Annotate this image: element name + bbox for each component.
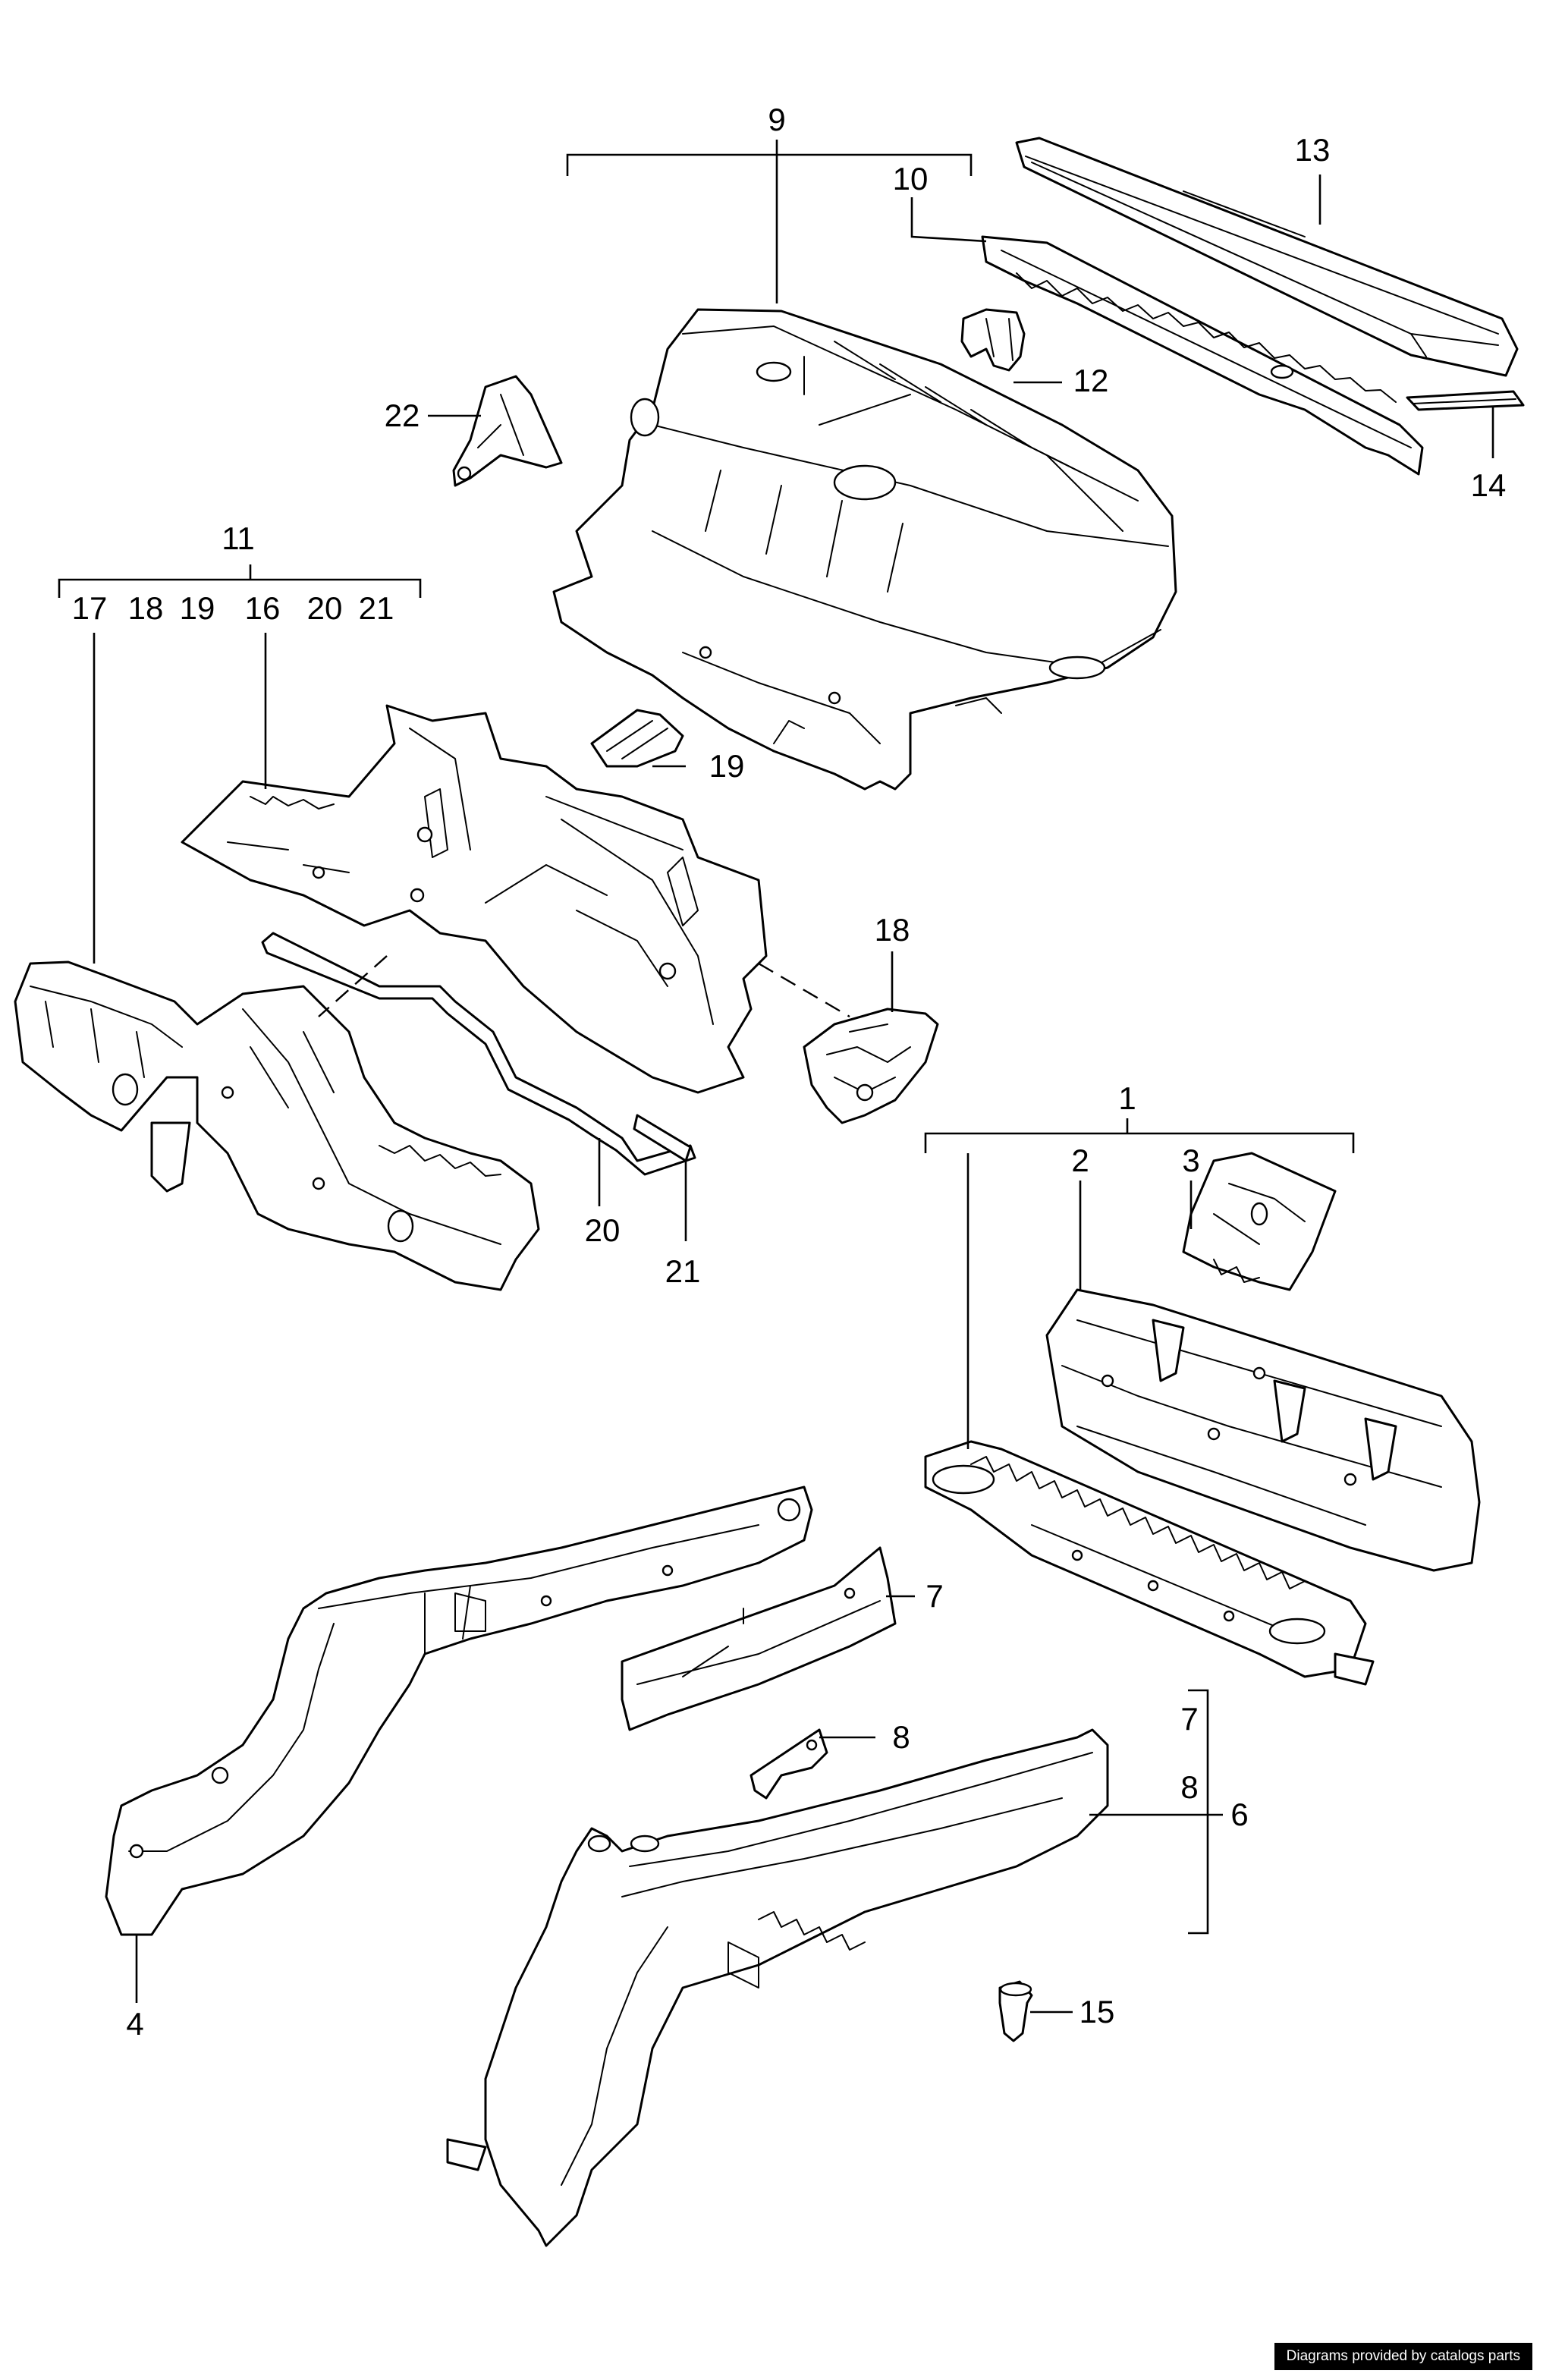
callout-13: 13 <box>1295 132 1331 168</box>
callout-6: 6 <box>1230 1797 1248 1832</box>
assembly-dash-line <box>318 955 388 1017</box>
callout-15: 15 <box>1079 1994 1115 2029</box>
part-9-rear-floor-pan[interactable] <box>552 308 1177 791</box>
callout-14: 14 <box>1471 467 1507 503</box>
callout-22: 22 <box>385 398 420 433</box>
callout-21-group: 21 <box>359 590 394 626</box>
leader-lines <box>58 140 1494 2014</box>
part-19-bridge-bracket[interactable] <box>590 709 684 768</box>
callout-17: 17 <box>72 590 108 626</box>
callout-18-group: 18 <box>128 590 164 626</box>
callout-19-group: 19 <box>180 590 215 626</box>
callout-2: 2 <box>1071 1143 1089 1178</box>
part-7-stiffener-plate[interactable] <box>621 1546 897 1731</box>
part-10-lower-cross-member[interactable] <box>981 235 1424 476</box>
part-6-right-side-member[interactable] <box>446 1728 1109 2247</box>
part-22-corner-bracket[interactable] <box>452 375 563 487</box>
part-8-small-clip[interactable] <box>750 1728 828 1800</box>
part-17-side-rail[interactable] <box>14 960 540 1291</box>
callout-labels: 9 10 13 12 14 22 11 17 18 19 16 20 21 19… <box>72 102 1507 2042</box>
callout-11: 11 <box>222 520 255 556</box>
callout-8: 8 <box>892 1719 910 1755</box>
callout-16: 16 <box>245 590 281 626</box>
callout-20: 20 <box>585 1212 621 1248</box>
callout-7-group: 7 <box>1180 1701 1198 1737</box>
callout-21: 21 <box>665 1253 701 1289</box>
part-3-reinforcement-bracket[interactable] <box>1182 1152 1337 1291</box>
callout-19: 19 <box>709 748 745 784</box>
callout-3: 3 <box>1182 1143 1199 1178</box>
part-2-rear-panel[interactable] <box>1045 1288 1481 1572</box>
callout-10: 10 <box>893 161 929 196</box>
callout-9: 9 <box>768 102 785 137</box>
part-16-floor-section[interactable] <box>181 704 768 1094</box>
callout-1: 1 <box>1118 1080 1136 1116</box>
part-15-plug[interactable] <box>998 1980 1033 2042</box>
part-14-small-bracket[interactable] <box>1406 390 1525 411</box>
callout-4: 4 <box>126 2006 143 2042</box>
callout-8-group: 8 <box>1180 1769 1198 1805</box>
part-13-upper-cross-member[interactable] <box>1015 137 1519 377</box>
attribution-watermark: Diagrams provided by catalogs parts <box>1274 2343 1532 2370</box>
part-18-small-panel[interactable] <box>803 1008 939 1124</box>
callout-18: 18 <box>875 912 910 948</box>
callout-7: 7 <box>925 1578 943 1614</box>
callout-12: 12 <box>1073 363 1109 398</box>
part-1-cross-beam[interactable] <box>924 1440 1375 1686</box>
callout-20-group: 20 <box>307 590 343 626</box>
part-12-clip-bracket[interactable] <box>960 308 1026 372</box>
part-4-left-side-member[interactable] <box>105 1486 813 1936</box>
assembly-dash-line <box>758 962 850 1018</box>
